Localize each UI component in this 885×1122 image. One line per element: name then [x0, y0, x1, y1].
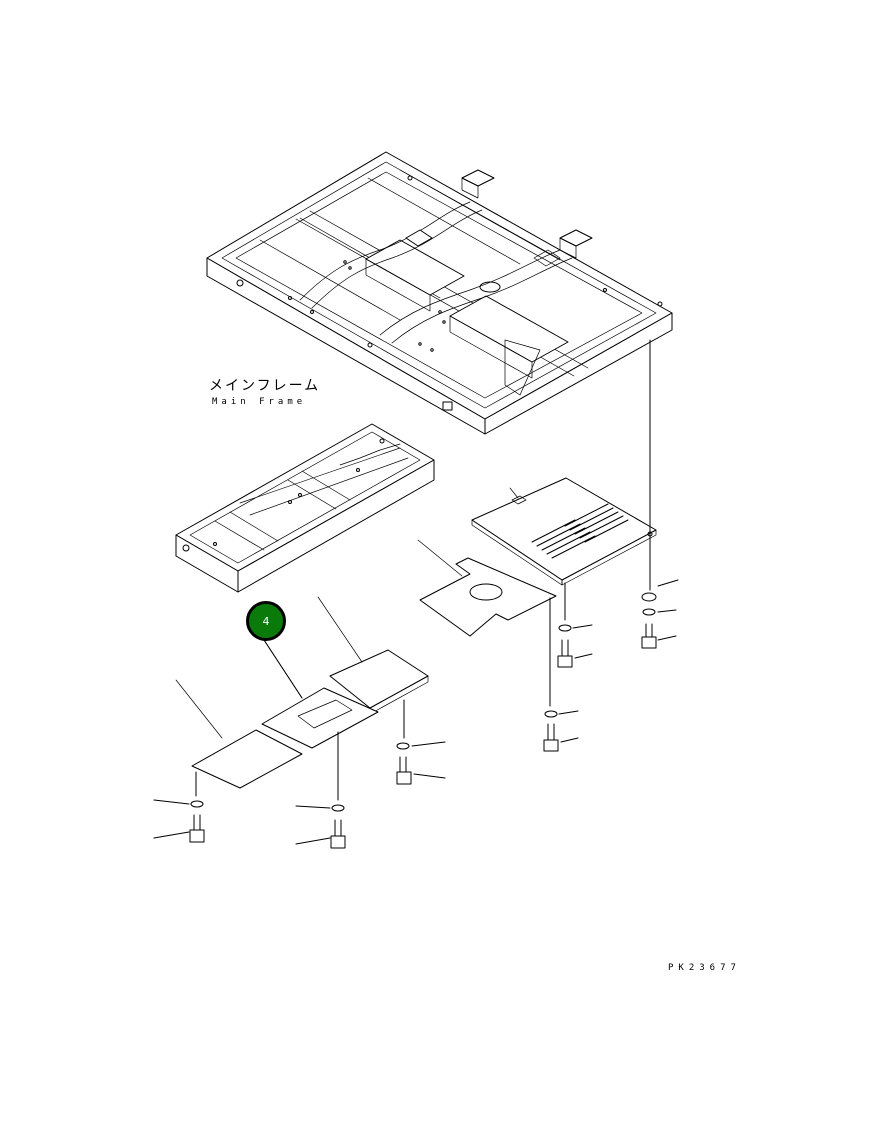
main-frame-label-en: Main Frame — [212, 397, 307, 407]
main-frame — [206, 151, 673, 435]
fasteners — [153, 339, 679, 849]
lower-frame — [175, 423, 435, 593]
lower-covers — [175, 596, 429, 789]
middle-cover — [417, 539, 557, 637]
drawing-number: PK23677 — [668, 963, 741, 973]
callout-badge[interactable]: 4 — [246, 601, 286, 641]
right-cover — [471, 477, 657, 586]
main-frame-label-jp: メインフレーム — [209, 378, 321, 394]
callout-leader — [263, 639, 303, 699]
